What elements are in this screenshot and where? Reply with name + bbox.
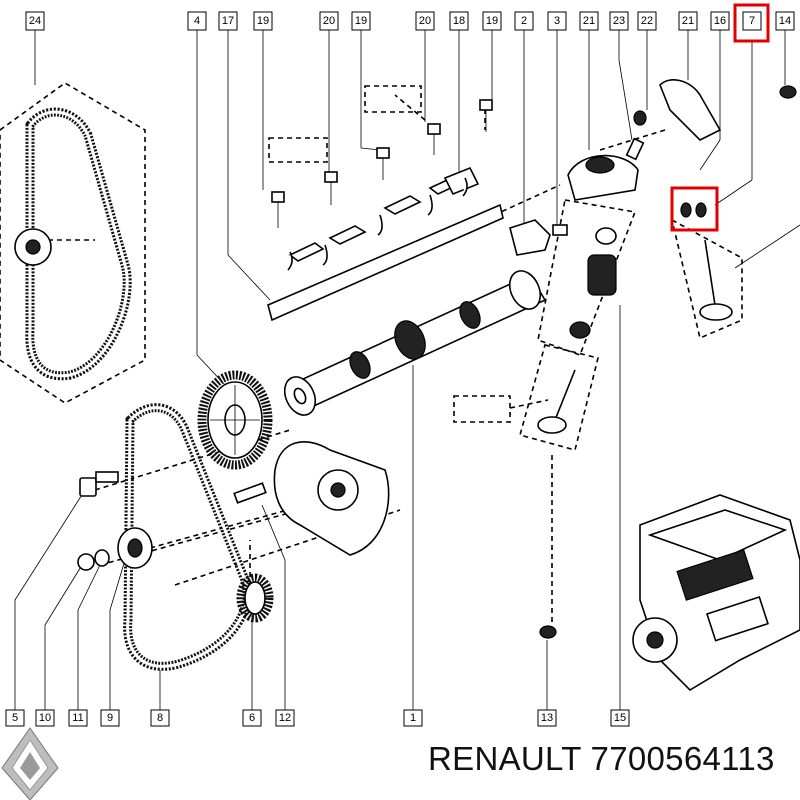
callout-3: 3 (554, 15, 560, 27)
valve-springs-15 (569, 227, 617, 339)
water-pump (273, 441, 390, 556)
callouts-bottom: 5 10 11 9 8 6 12 1 13 15 (5, 709, 630, 727)
callout-19-b: 19 (355, 15, 367, 27)
leader-lines-top (34, 30, 800, 386)
callout-7-highlight (733, 3, 770, 43)
callout-19-a: 19 (257, 15, 269, 27)
brand-part-number: RENAULT 7700564113 (428, 740, 775, 777)
seal-13 (539, 625, 557, 639)
callout-20-a: 20 (323, 15, 335, 27)
timing-belt-24 (14, 107, 132, 381)
callout-19-c: 19 (486, 15, 498, 27)
camshaft-1 (283, 270, 547, 416)
valve-intake-16 (699, 239, 733, 321)
callout-11: 11 (72, 712, 83, 724)
callout-1: 1 (410, 712, 416, 724)
callout-23: 23 (613, 15, 625, 27)
callout-21-a: 21 (583, 15, 595, 27)
callout-15: 15 (614, 712, 626, 724)
renault-logo-icon (1, 727, 59, 800)
callout-5: 5 (12, 712, 18, 724)
callouts-top: 24 4 17 19 20 19 20 18 19 2 3 21 23 22 2… (25, 3, 795, 43)
callout-16: 16 (714, 15, 726, 27)
camshaft-sprocket-4 (197, 370, 273, 470)
callout-4: 4 (194, 15, 200, 27)
rocker-arm-21 (625, 79, 722, 161)
bearing-cap-21 (567, 154, 639, 201)
timing-belt-8 (123, 403, 252, 671)
callout-2: 2 (521, 15, 527, 27)
callout-24: 24 (29, 15, 41, 27)
valve-exhaust (537, 369, 576, 434)
callout-8: 8 (157, 712, 163, 724)
callout-10: 10 (39, 712, 51, 724)
callout-14: 14 (779, 15, 791, 27)
bolt-3 (552, 224, 568, 236)
callout-7: 7 (749, 15, 755, 27)
valve-seal-14 (779, 85, 797, 99)
stud-12 (233, 482, 267, 504)
crank-sprocket-6 (236, 573, 274, 623)
callout-22: 22 (641, 15, 653, 27)
callout-20-b: 20 (419, 15, 431, 27)
leader-lines-bottom (14, 305, 621, 710)
callout-18: 18 (453, 15, 465, 27)
engine-block-illustration (632, 494, 800, 692)
bracket-2 (509, 219, 551, 256)
callout-17: 17 (222, 15, 234, 27)
tensioner-parts (77, 471, 153, 571)
callout-9: 9 (107, 712, 113, 724)
rocker-shaft-assembly (267, 99, 504, 322)
callout-6: 6 (249, 712, 255, 724)
callout-12: 12 (279, 712, 291, 724)
callout-21-b: 21 (682, 15, 694, 27)
valve-collets-7 (670, 186, 719, 232)
callout-13: 13 (541, 712, 553, 724)
